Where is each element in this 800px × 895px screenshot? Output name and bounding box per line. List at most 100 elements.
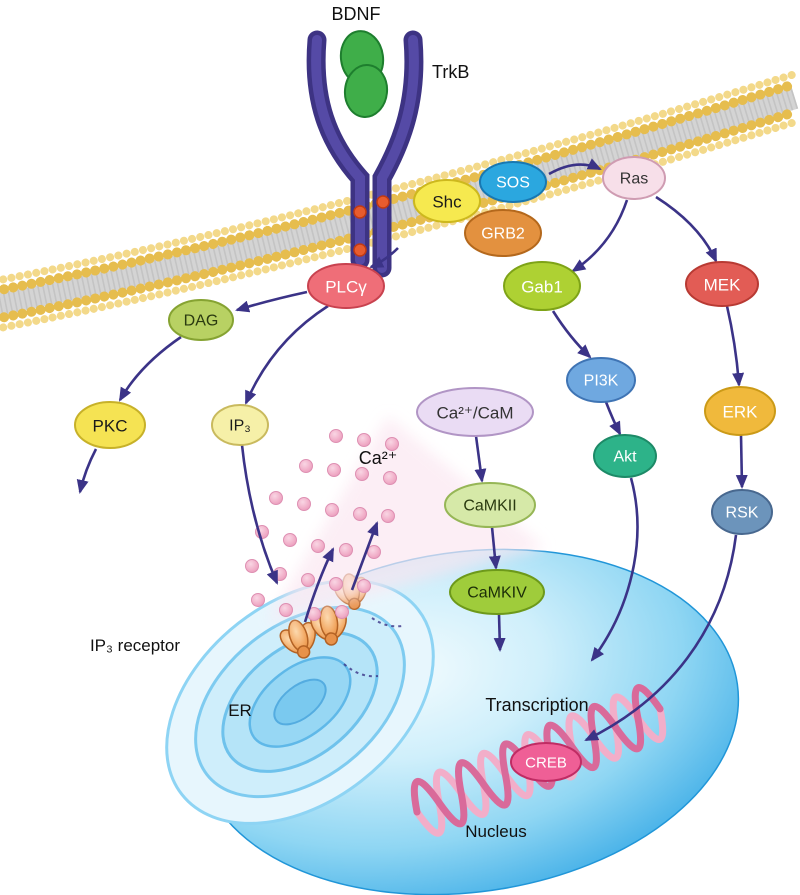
node-creb-shape <box>510 742 582 782</box>
arrow-gab1-pi3k <box>551 310 592 359</box>
phospho-dot-1 <box>353 205 367 219</box>
node-erk-label: ERK <box>723 403 759 422</box>
node-pi3k-shape <box>566 357 636 403</box>
arrow-ras-gab1 <box>571 199 629 273</box>
node-dag: DAG <box>168 299 234 341</box>
node-plc-gamma-shape <box>307 263 385 309</box>
arrow-ras-mek <box>655 195 718 263</box>
node-rsk-label: RSK <box>726 505 759 522</box>
node-rsk: RSK <box>711 489 773 535</box>
node-ras: Ras <box>602 156 666 200</box>
trkb-label: TrkB <box>432 62 469 82</box>
arrow-erk-rsk <box>735 434 748 489</box>
node-camkii-shape <box>444 482 536 528</box>
node-camkiv-label: CaMKIV <box>467 585 527 602</box>
node-pi3k-label: PI3K <box>584 373 619 390</box>
node-akt-label: Akt <box>613 449 637 466</box>
node-erk-shape <box>704 386 776 436</box>
trkb-receptor <box>306 30 424 278</box>
phospho-dot-3 <box>353 243 367 257</box>
arrow-mek-erk <box>725 305 745 387</box>
node-mek-label: MEK <box>704 276 742 295</box>
node-creb: CREB <box>510 742 582 782</box>
trkb-receptor-arms-highlight <box>311 35 419 273</box>
node-ras-label: Ras <box>620 171 648 188</box>
node-camkii-label: CaMKII <box>463 498 516 515</box>
node-erk: ERK <box>704 386 776 436</box>
calcium-ions <box>245 429 399 621</box>
bdnf-ligand <box>339 30 389 118</box>
arrow-rsk-creb <box>584 534 738 742</box>
node-ip3-shape <box>211 404 269 446</box>
plasma-membrane <box>0 70 800 333</box>
node-akt: Akt <box>593 434 657 478</box>
er-dashed-tail-2 <box>371 617 403 628</box>
node-ca-cam-label: Ca²⁺/CaM <box>437 404 514 423</box>
node-rsk-shape <box>711 489 773 535</box>
node-shc-label: Shc <box>432 193 462 212</box>
node-gab1: Gab1 <box>503 261 581 311</box>
bdnf-label: BDNF <box>332 4 381 24</box>
node-gab1-shape <box>503 261 581 311</box>
node-grb2-label: GRB2 <box>481 226 525 243</box>
dna-back-strand <box>413 693 667 837</box>
node-pkc-shape <box>74 401 146 449</box>
node-dag-shape <box>168 299 234 341</box>
arrow-ip3-receptor <box>240 444 279 585</box>
node-sos-shape <box>479 161 547 203</box>
ip3-receptor-label: IP₃ receptor <box>90 636 180 655</box>
node-pkc: PKC <box>74 401 146 449</box>
arrow-camkii-camkiv <box>488 526 501 570</box>
node-mek: MEK <box>685 261 759 307</box>
arrow-plcgamma-dag <box>235 290 308 313</box>
node-creb-label: CREB <box>525 755 567 772</box>
membrane-head-beads-outer <box>0 70 799 333</box>
pathway-arrows <box>76 158 748 742</box>
arrow-akt-transcription <box>590 477 639 662</box>
node-mek-shape <box>685 261 759 307</box>
node-camkiv: CaMKIV <box>449 569 545 615</box>
node-ip3: IP₃ <box>211 404 269 446</box>
node-camkii: CaMKII <box>444 482 536 528</box>
arrow-pi3k-akt <box>604 401 622 436</box>
calcium-spray <box>268 416 545 622</box>
ip3-receptor-channels <box>271 569 403 678</box>
arrow-pkc-downstream <box>76 448 98 494</box>
phospho-dot-2 <box>376 195 390 209</box>
arrow-cacam-camkii <box>474 435 487 483</box>
transcription-label: Transcription <box>485 695 588 715</box>
protein-nodes: Shc GRB2 SOS Ras Gab1 PI3K Akt MEK <box>74 156 776 782</box>
nucleus-label: Nucleus <box>465 822 526 841</box>
arrow-calcium-release-2 <box>350 521 379 591</box>
dna-front-strand <box>410 684 664 828</box>
node-gab1-label: Gab1 <box>521 278 563 297</box>
phosphorylation-sites <box>353 195 390 257</box>
node-sos-label: SOS <box>496 175 530 192</box>
calcium-label: Ca²⁺ <box>359 448 398 468</box>
node-dag-label: DAG <box>184 313 219 330</box>
er-label: ER <box>228 701 252 720</box>
calcium-release-cloud <box>245 416 545 622</box>
node-camkiv-shape <box>449 569 545 615</box>
arrow-calcium-release-1 <box>303 547 335 623</box>
arrow-plcgamma-ip3 <box>244 304 329 405</box>
arrow-sos-ras <box>548 158 602 176</box>
node-plc-gamma-label: PLCγ <box>325 278 367 297</box>
node-sos: SOS <box>479 161 547 203</box>
node-ca-cam: Ca²⁺/CaM <box>416 387 534 437</box>
node-akt-shape <box>593 434 657 478</box>
node-grb2: GRB2 <box>464 209 542 257</box>
node-grb2-shape <box>464 209 542 257</box>
free-labels: BDNF TrkB Ca²⁺ IP₃ receptor ER Transcrip… <box>90 4 589 841</box>
node-pi3k: PI3K <box>566 357 636 403</box>
node-ca-cam-shape <box>416 387 534 437</box>
arrow-dag-pkc <box>118 335 182 402</box>
arrow-trkb-plcgamma <box>369 247 399 269</box>
node-pkc-label: PKC <box>93 417 128 436</box>
node-ras-shape <box>602 156 666 200</box>
node-plc-gamma: PLCγ <box>307 263 385 309</box>
node-shc: Shc <box>413 179 481 223</box>
node-shc-shape <box>413 179 481 223</box>
